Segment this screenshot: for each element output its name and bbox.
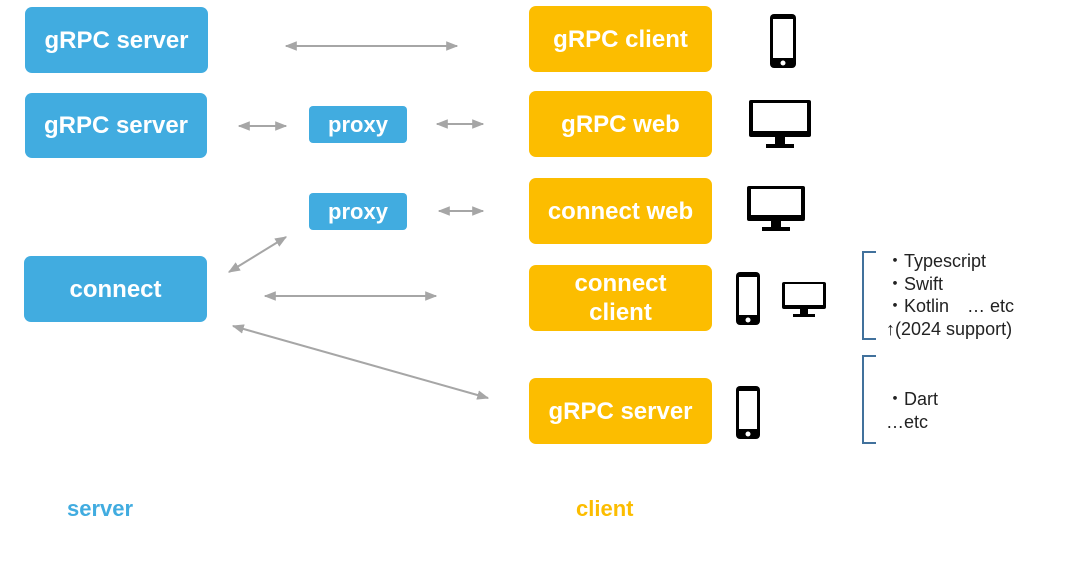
grpc-client-node: gRPC client bbox=[529, 6, 712, 72]
monitor-icon bbox=[747, 186, 805, 231]
connect-client-node: connect client bbox=[529, 265, 712, 331]
grpc-server-node-2: gRPC server bbox=[25, 93, 207, 158]
phone-icon bbox=[770, 14, 796, 68]
monitor-icon bbox=[749, 100, 811, 148]
bracket-connect-client bbox=[862, 251, 876, 340]
arrow-connect-to-proxy bbox=[227, 236, 288, 273]
connect-server-node: connect bbox=[24, 256, 207, 322]
grpc-server-client-node: gRPC server bbox=[529, 378, 712, 444]
server-label: server bbox=[67, 496, 134, 521]
client-label: client bbox=[576, 496, 634, 521]
proxy-node-2: proxy bbox=[309, 193, 407, 230]
grpc-server-node-1: gRPC server bbox=[25, 7, 208, 73]
phone-icon bbox=[736, 386, 760, 439]
arrow-connect-to-grpc-server bbox=[231, 324, 490, 400]
grpc-server-language-list: ・Dart …etc bbox=[886, 389, 939, 432]
connect-client-language-list: ・Typescript ・Swift ・Kotlin … etc ↑(2024 … bbox=[886, 251, 1015, 339]
connect-web-node: connect web bbox=[529, 178, 712, 244]
grpc-web-node: gRPC web bbox=[529, 91, 712, 157]
monitor-icon bbox=[782, 282, 826, 317]
bracket-grpc-server bbox=[862, 355, 876, 444]
proxy-node-1: proxy bbox=[309, 106, 407, 143]
phone-icon bbox=[736, 272, 760, 325]
